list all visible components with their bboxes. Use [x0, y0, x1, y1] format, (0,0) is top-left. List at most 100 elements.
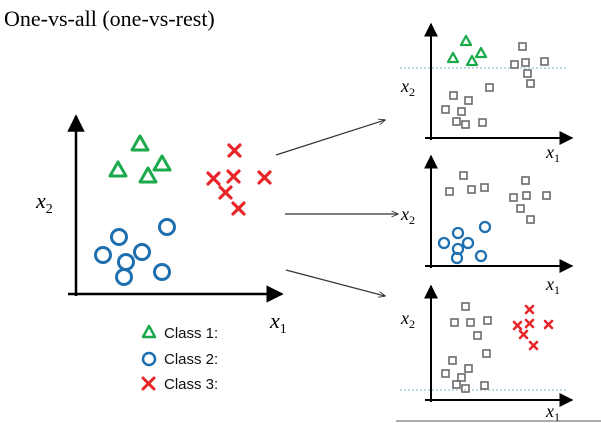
class3-point	[227, 143, 242, 158]
main-x-axis-subscript: 1	[280, 322, 287, 337]
cross-icon	[141, 376, 156, 391]
rest-point	[509, 193, 518, 202]
class2-point	[474, 249, 488, 263]
rest-point	[467, 185, 476, 194]
class2-point	[478, 220, 492, 234]
class2-point	[133, 243, 151, 261]
panel1-x-subscript: 1	[554, 151, 560, 165]
page-title: One-vs-all (one-vs-rest)	[4, 6, 215, 31]
rest-point	[526, 215, 535, 224]
rest-point	[441, 369, 450, 378]
class1-point	[474, 46, 488, 59]
panel3-y-symbol: x	[400, 308, 409, 328]
class2-point	[115, 268, 133, 286]
class2-point	[94, 246, 112, 264]
class3-point	[524, 304, 535, 315]
class1-point	[138, 166, 158, 184]
panel-class2-vs-rest: x2 x1	[400, 154, 574, 297]
rest-point	[510, 60, 519, 69]
triangle-icon	[141, 324, 157, 339]
panel3-x-axis-label: x1	[545, 401, 560, 423]
rest-point	[521, 176, 530, 185]
connector-arrows	[275, 120, 398, 296]
class1-point	[459, 34, 473, 47]
rest-point	[441, 105, 450, 114]
rest-point	[473, 331, 482, 340]
rest-point	[516, 204, 525, 213]
class2-point	[110, 228, 128, 246]
panel1-x-axis-label: x1	[545, 142, 560, 165]
class3-point	[231, 201, 246, 216]
legend-label-class1: Class 1:	[164, 325, 218, 342]
rest-point	[461, 120, 470, 129]
class2-point	[117, 253, 135, 271]
main-y-axis-label: x2	[35, 188, 53, 217]
circle-icon	[141, 351, 157, 367]
panel-class3-vs-rest: x2 x1	[400, 284, 574, 423]
class2-point	[437, 236, 451, 250]
rest-point	[449, 91, 458, 100]
rest-point	[542, 191, 551, 200]
main-class1-points	[108, 134, 172, 184]
panel1-y-symbol: x	[400, 76, 409, 96]
panel3-y-subscript: 2	[409, 317, 415, 331]
panel3-y-axis-label: x2	[400, 308, 415, 331]
panel1-rest-points	[441, 42, 549, 129]
rest-point	[482, 349, 491, 358]
rest-point	[452, 117, 461, 126]
rest-point	[461, 384, 470, 393]
class1-point	[108, 160, 128, 178]
class1-point	[152, 154, 172, 172]
class1-point	[465, 54, 479, 67]
panel2-y-symbol: x	[400, 204, 409, 224]
main-y-axis-symbol: x	[35, 188, 46, 213]
panel1-class1-points	[446, 34, 488, 67]
main-y-axis-subscript: 2	[46, 202, 53, 217]
legend-label-class2: Class 2:	[164, 351, 218, 368]
panel2-x-axis-label: x1	[545, 274, 560, 297]
rest-point	[466, 318, 475, 327]
rest-point	[480, 183, 489, 192]
rest-point	[457, 107, 466, 116]
rest-point	[448, 356, 457, 365]
rest-point	[480, 381, 489, 390]
legend: Class 1: Class 2: Class 3:	[141, 324, 218, 393]
panel3-x-symbol: x	[545, 401, 554, 421]
rest-point	[464, 364, 473, 373]
class1-point	[446, 51, 460, 64]
panel2-x-subscript: 1	[554, 283, 560, 297]
legend-label-class3: Class 3:	[164, 376, 218, 393]
class3-point	[512, 320, 523, 331]
rest-point	[521, 58, 530, 67]
class2-point	[450, 251, 464, 265]
class2-point	[461, 236, 475, 250]
rest-point	[485, 83, 494, 92]
panel2-x-symbol: x	[545, 274, 554, 294]
rest-point	[450, 318, 459, 327]
rest-point	[457, 373, 466, 382]
class3-point	[218, 185, 233, 200]
panel2-y-subscript: 2	[409, 213, 415, 227]
main-class2-points	[94, 218, 176, 286]
panel2-class2-points	[437, 220, 492, 265]
class3-point	[518, 329, 529, 340]
rest-point	[540, 57, 549, 66]
class3-point	[226, 169, 241, 184]
panel3-rest-points	[441, 302, 492, 393]
class2-point	[158, 218, 176, 236]
main-x-axis-symbol: x	[269, 308, 280, 333]
rest-point	[526, 79, 535, 88]
class3-point	[257, 170, 272, 185]
class3-point	[524, 318, 535, 329]
rest-point	[522, 191, 531, 200]
arrow-to-class1-panel	[275, 120, 385, 156]
main-plot: x2 x1	[35, 114, 287, 337]
rest-point	[523, 69, 532, 78]
class3-point	[206, 171, 221, 186]
panel2-rest-points	[445, 171, 551, 224]
rest-point	[518, 42, 527, 51]
class1-point	[130, 134, 150, 152]
rest-point	[445, 187, 454, 196]
main-class3-points	[206, 143, 272, 216]
